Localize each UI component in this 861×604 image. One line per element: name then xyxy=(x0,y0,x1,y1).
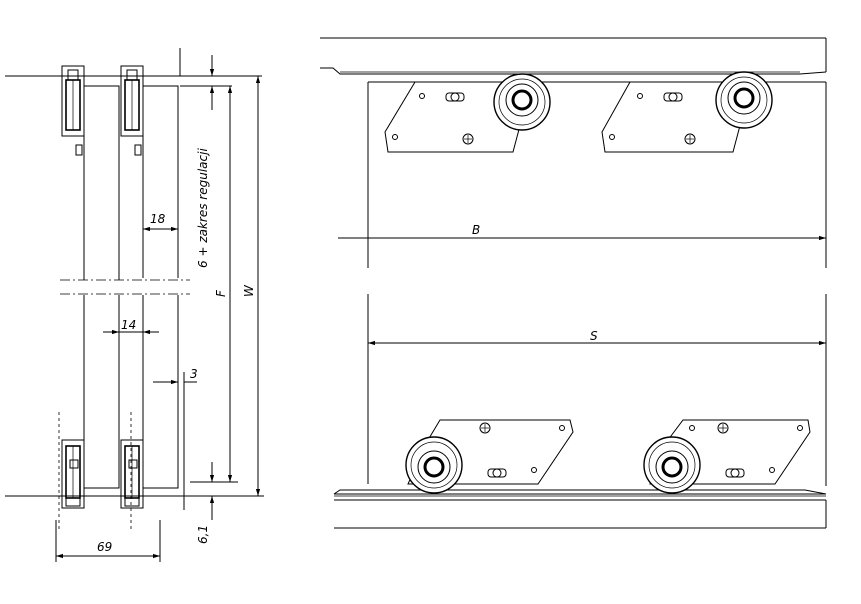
top-roller-left xyxy=(61,65,85,156)
front-view: B S xyxy=(320,37,827,529)
dim-69: 69 xyxy=(97,540,112,554)
dim-14: 14 xyxy=(121,318,136,332)
bottom-roller-right xyxy=(120,439,144,509)
top-track xyxy=(320,37,827,75)
bottom-roller-left xyxy=(61,439,85,509)
top-roller-right xyxy=(120,65,144,156)
bottom-roller-assembly-2 xyxy=(643,419,811,494)
top-roller-assembly-2 xyxy=(601,71,773,153)
bottom-roller-assembly-1 xyxy=(405,419,574,494)
dim-F: F xyxy=(214,289,228,297)
dim-adjustment-label: 6 + zakres regulacji xyxy=(196,148,210,268)
dim-18: 18 xyxy=(150,212,166,226)
dim-W: W xyxy=(242,284,256,297)
dim-B: B xyxy=(472,223,480,237)
top-roller-assembly-1 xyxy=(384,73,551,153)
dim-S: S xyxy=(590,329,598,343)
dim-6-1: 6,1 xyxy=(196,525,210,544)
dim-3: 3 xyxy=(190,367,198,381)
side-section-view: 18 14 3 69 6 + zakres regulacji F W 6, xyxy=(5,48,264,562)
bottom-track xyxy=(333,489,827,529)
